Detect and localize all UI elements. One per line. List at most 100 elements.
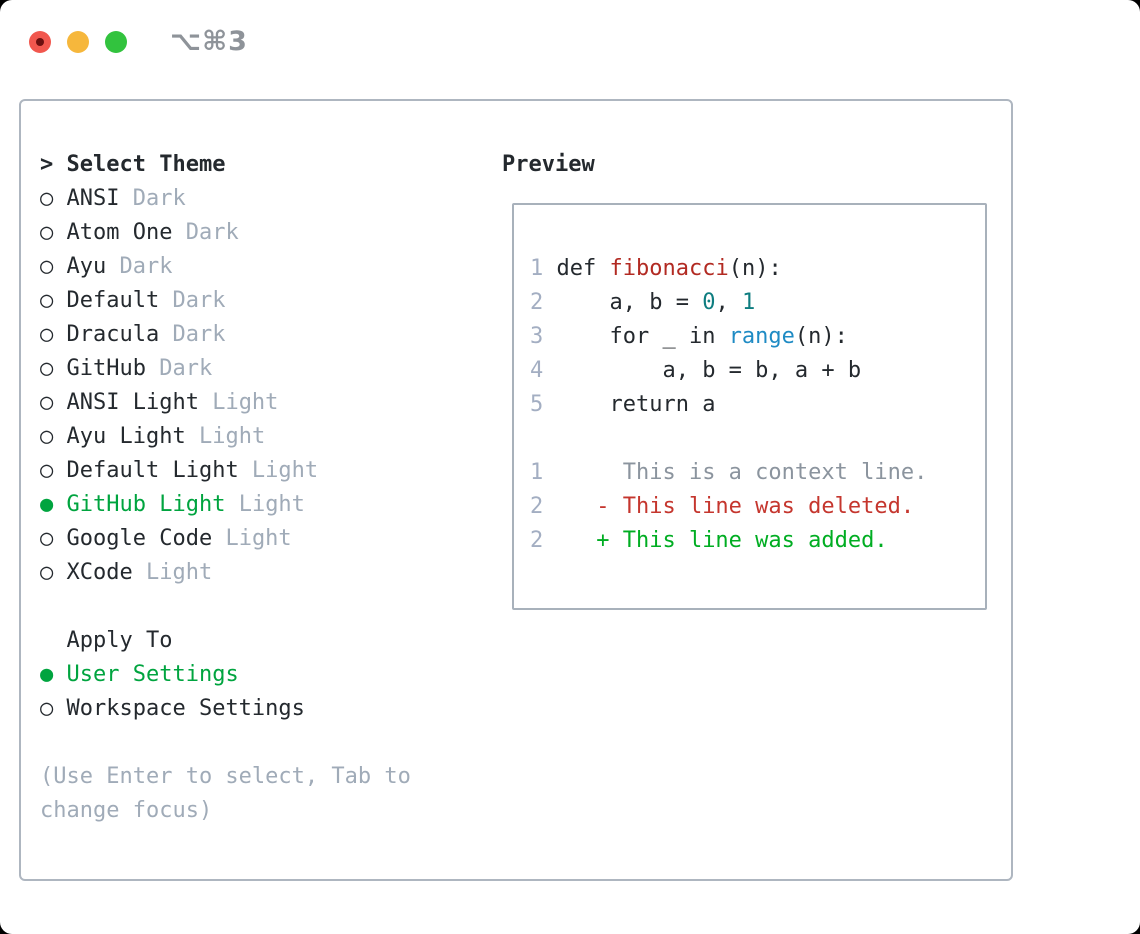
- menu-column: > Select Theme○ ANSI Dark○ Atom One Dark…: [40, 148, 411, 828]
- window-title: ⌥⌘3: [170, 26, 248, 57]
- code-line: 2 a, b = 0, 1: [530, 286, 985, 320]
- code-segment-text: return a: [543, 392, 716, 417]
- help-text-line: change focus): [40, 798, 213, 823]
- theme-variant-label: Light: [225, 492, 305, 517]
- theme-variant-label: Dark: [159, 288, 226, 313]
- theme-variant-label: Dark: [145, 356, 213, 381]
- code-segment-number: 0: [702, 290, 716, 315]
- theme-variant-label: Light: [185, 424, 266, 449]
- theme-option-label: Ayu: [66, 254, 107, 279]
- radio-icon: ○: [40, 220, 67, 245]
- theme-option-label: Atom One: [66, 220, 173, 245]
- theme-option-ayu-light[interactable]: ○ Ayu Light Light: [40, 420, 411, 454]
- code-segment-text: a, b =: [543, 290, 703, 315]
- code-segment-text: a, b = b, a + b: [543, 358, 862, 383]
- code-line: 1 def fibonacci(n):: [530, 252, 985, 286]
- diff-line: 2 + This line was added.: [530, 524, 985, 558]
- theme-variant-label: Dark: [159, 322, 226, 347]
- diff-line: 1 This is a context line.: [530, 456, 985, 490]
- diff-line: 2 - This line was deleted.: [530, 490, 985, 524]
- code-segment-removed: - This line was deleted.: [543, 494, 915, 519]
- theme-option-label: XCode: [66, 560, 133, 585]
- radio-icon: ○: [40, 526, 67, 551]
- cursor-icon: >: [40, 152, 67, 177]
- theme-picker-panel: > Select Theme○ ANSI Dark○ Atom One Dark…: [19, 99, 1013, 881]
- theme-variant-label: Light: [132, 560, 213, 585]
- apply-option-user-settings[interactable]: ● User Settings: [40, 658, 411, 692]
- theme-option-label: Ayu Light: [66, 424, 186, 449]
- line-number: 2: [530, 528, 544, 553]
- apply-to-header-label: Apply To: [40, 628, 173, 653]
- radio-icon: ○: [40, 186, 67, 211]
- apply-option-workspace-settings[interactable]: ○ Workspace Settings: [40, 692, 411, 726]
- radio-selected-icon: ●: [40, 492, 67, 517]
- radio-icon: ○: [40, 424, 67, 449]
- apply-to-header: Apply To: [40, 624, 411, 658]
- theme-option-label: ANSI: [66, 186, 120, 211]
- radio-icon: ○: [40, 356, 67, 381]
- code-segment-number: 1: [741, 290, 756, 315]
- theme-variant-label: Light: [198, 390, 279, 415]
- code-segment-text: for _ in: [543, 324, 729, 349]
- theme-option-ayu[interactable]: ○ Ayu Dark: [40, 250, 411, 284]
- theme-option-label: ANSI Light: [66, 390, 199, 415]
- radio-icon: ○: [40, 322, 67, 347]
- minimize-button[interactable]: [67, 30, 89, 53]
- radio-icon: ○: [40, 254, 67, 279]
- code-segment-context: This is a context line.: [543, 460, 928, 485]
- line-number: 5: [530, 392, 544, 417]
- spacer: [40, 726, 411, 760]
- code-segment-builtin: range: [728, 324, 795, 349]
- apply-option-label: Workspace Settings: [66, 696, 305, 721]
- radio-icon: ○: [40, 390, 67, 415]
- code-segment-text: def: [543, 256, 610, 281]
- help-text-line: (Use Enter to select, Tab to: [40, 764, 411, 789]
- code-segment-function: fibonacci: [609, 256, 729, 281]
- radio-selected-icon: ●: [40, 662, 67, 687]
- radio-icon: ○: [40, 458, 67, 483]
- theme-option-label: Dracula: [66, 322, 160, 347]
- code-segment-text: ,: [715, 290, 742, 315]
- theme-option-github-light[interactable]: ● GitHub Light Light: [40, 488, 411, 522]
- maximize-button[interactable]: [105, 30, 127, 53]
- apply-option-label: User Settings: [66, 662, 239, 687]
- theme-option-github[interactable]: ○ GitHub Dark: [40, 352, 411, 386]
- close-button[interactable]: [29, 30, 51, 53]
- code-line: 5 return a: [530, 388, 985, 422]
- preview-title: Preview: [502, 152, 595, 177]
- theme-option-label: Google Code: [66, 526, 213, 551]
- line-number: 1: [530, 256, 544, 281]
- code-line: 4 a, b = b, a + b: [530, 354, 985, 388]
- theme-variant-label: Dark: [106, 254, 173, 279]
- theme-option-ansi-light[interactable]: ○ ANSI Light Light: [40, 386, 411, 420]
- radio-icon: ○: [40, 288, 67, 313]
- theme-option-dracula[interactable]: ○ Dracula Dark: [40, 318, 411, 352]
- theme-variant-label: Light: [212, 526, 292, 551]
- line-number: 2: [530, 494, 544, 519]
- titlebar: ⌥⌘3: [29, 26, 248, 57]
- theme-variant-label: Dark: [172, 220, 239, 245]
- unsaved-dot-icon: [36, 37, 44, 46]
- theme-option-ansi[interactable]: ○ ANSI Dark: [40, 182, 411, 216]
- theme-option-label: Default: [66, 288, 160, 313]
- theme-variant-label: Dark: [119, 186, 186, 211]
- theme-option-atom-one[interactable]: ○ Atom One Dark: [40, 216, 411, 250]
- spacer: [40, 590, 411, 624]
- theme-option-label: Default Light: [66, 458, 239, 483]
- theme-option-default-light[interactable]: ○ Default Light Light: [40, 454, 411, 488]
- code-line: 3 for _ in range(n):: [530, 320, 985, 354]
- code-segment-added: + This line was added.: [543, 528, 888, 553]
- theme-option-label: GitHub Light: [66, 492, 226, 517]
- theme-menu-header: > Select Theme: [40, 148, 411, 182]
- radio-icon: ○: [40, 696, 67, 721]
- line-number: 2: [530, 290, 544, 315]
- line-number: 1: [530, 460, 544, 485]
- line-number: 3: [530, 324, 544, 349]
- theme-menu-header-label: Select Theme: [66, 152, 226, 177]
- theme-option-default[interactable]: ○ Default Dark: [40, 284, 411, 318]
- theme-option-google-code[interactable]: ○ Google Code Light: [40, 522, 411, 556]
- theme-option-xcode[interactable]: ○ XCode Light: [40, 556, 411, 590]
- radio-icon: ○: [40, 560, 67, 585]
